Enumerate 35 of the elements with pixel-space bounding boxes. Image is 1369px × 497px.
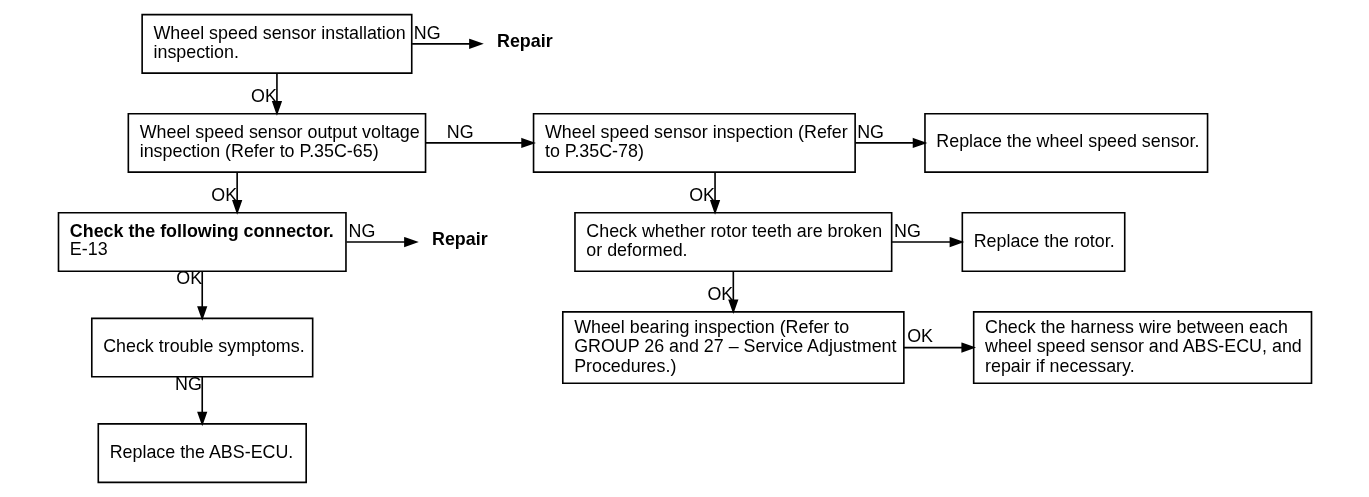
edge-label: NG bbox=[446, 121, 474, 142]
node-box: Wheel speed sensor installation inspection. bbox=[140, 13, 413, 74]
arrow bbox=[410, 38, 484, 49]
edge-label: NG bbox=[893, 220, 921, 241]
arrow bbox=[271, 72, 282, 116]
node-text: Repair bbox=[496, 30, 553, 51]
node-box: Check the following connector. E-13 bbox=[57, 211, 347, 273]
edge-label: OK bbox=[250, 86, 277, 107]
arrow bbox=[890, 236, 964, 248]
edge-label: OK bbox=[706, 284, 733, 305]
node-box: Wheel speed sensor inspection (Refer to P.35C-78) bbox=[532, 112, 856, 173]
edge-label: OK bbox=[688, 185, 715, 206]
edge-label: OK bbox=[906, 326, 933, 347]
arrow bbox=[196, 270, 207, 321]
arrow bbox=[345, 236, 419, 248]
arrow bbox=[727, 270, 738, 314]
node-box: Replace the wheel speed sensor. bbox=[923, 112, 1208, 173]
arrow bbox=[854, 137, 927, 149]
arrow bbox=[902, 342, 976, 353]
arrow bbox=[196, 376, 207, 427]
edge-label: NG bbox=[856, 121, 884, 142]
arrow bbox=[424, 137, 536, 149]
node-box: Wheel speed sensor output voltage inspection (Refer to P.35C-65) bbox=[127, 112, 426, 173]
node-box: Wheel bearing inspection (Refer to GROUP 26 and 27 – Service Adjustment Procedures.) bbox=[561, 311, 905, 385]
node-box: Replace the ABS-ECU. bbox=[97, 423, 307, 484]
edge-label: NG bbox=[413, 22, 441, 43]
node-box: Replace the rotor. bbox=[961, 211, 1126, 273]
edge-label: NG bbox=[348, 220, 375, 241]
arrow bbox=[231, 171, 242, 215]
node-box: Check trouble symptoms. bbox=[90, 317, 313, 378]
arrow bbox=[709, 171, 720, 215]
node-box: Check whether rotor teeth are broken or deformed. bbox=[573, 211, 892, 273]
node-text: Repair bbox=[431, 228, 488, 249]
node-box: Check the harness wire between each wheel speed sensor and ABS-ECU, and repair if necessary. bbox=[972, 311, 1312, 385]
edge-label: OK bbox=[210, 185, 237, 206]
